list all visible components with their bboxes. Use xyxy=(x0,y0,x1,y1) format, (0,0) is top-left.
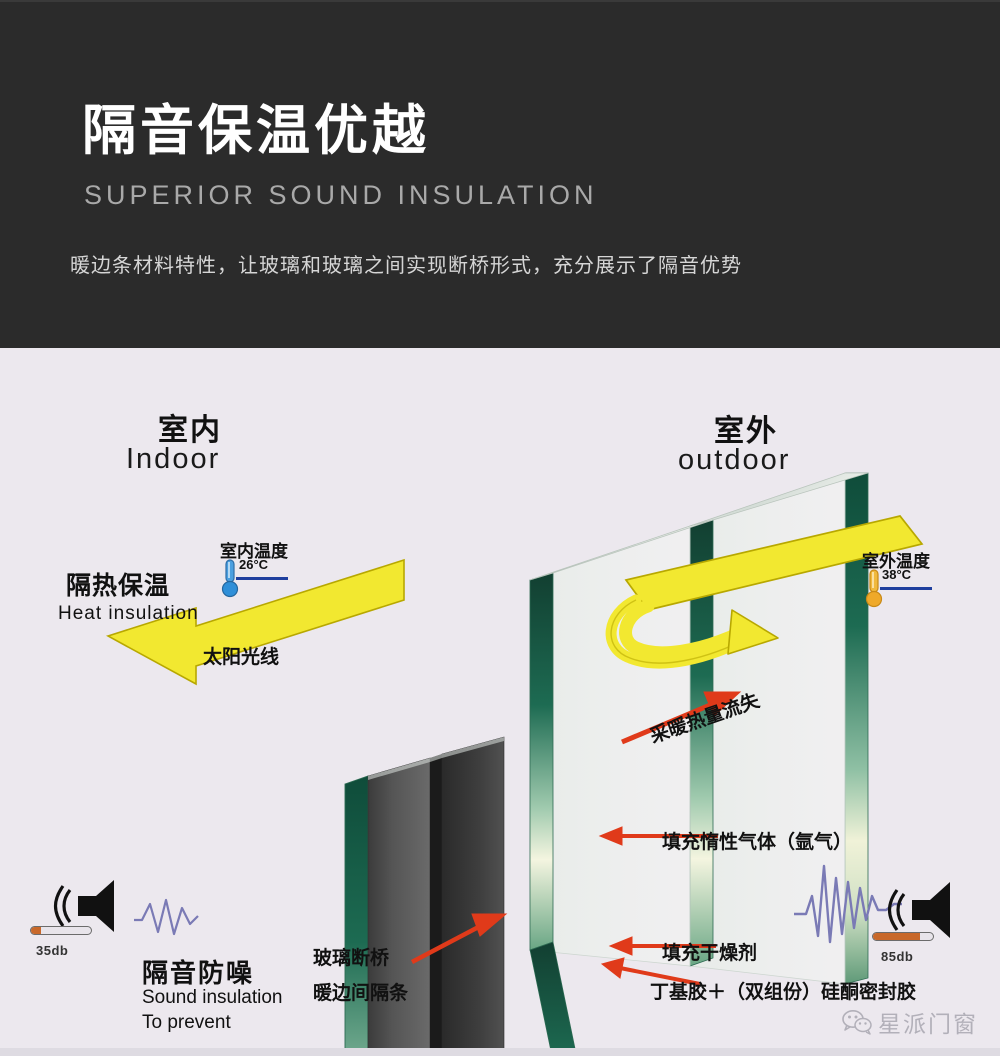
sunlight-beam-arrow xyxy=(105,558,405,686)
inert-gas-label: 填充惰性气体（氩气） xyxy=(662,832,853,853)
outdoor-temperature-value: 38°C xyxy=(882,567,912,582)
glass-bridge-label-line2: 暖边间隔条 xyxy=(313,983,409,1004)
watermark-text: 星派门窗 xyxy=(878,1011,978,1037)
glass-pane-inner-second xyxy=(368,736,505,1056)
insulated-glass-diagram: 室内 Indoor 室外 outdoor 隔热保温 Heat insulatio… xyxy=(0,348,1000,1056)
sound-insulation-label-cn: 隔音防噪 xyxy=(142,958,255,988)
bottom-divider xyxy=(0,1048,1000,1056)
sound-wave-outdoor xyxy=(794,864,902,944)
thermometer-cold-icon xyxy=(221,559,239,598)
outdoor-temperature-rule xyxy=(880,587,932,590)
db-meter-indoor xyxy=(30,926,92,935)
top-divider xyxy=(0,0,1000,2)
page-subtitle: SUPERIOR SOUND INSULATION xyxy=(84,180,598,210)
header-banner: 隔音保温优越 SUPERIOR SOUND INSULATION 暖边条材料特性… xyxy=(0,0,1000,348)
indoor-temperature-label: 室内温度 xyxy=(220,542,288,561)
db-value-outdoor: 85db xyxy=(881,949,914,964)
callout-arrows xyxy=(410,691,742,986)
page-description: 暖边条材料特性，让玻璃和玻璃之间实现断桥形式，充分展示了隔音优势 xyxy=(70,255,742,277)
glass-assembly xyxy=(344,472,869,1056)
indoor-temperature-rule xyxy=(236,577,288,580)
indoor-temperature-value: 26°C xyxy=(239,557,269,572)
watermark: 星派门窗 xyxy=(842,1005,978,1039)
heat-insulation-label-en: Heat insulation xyxy=(58,603,199,624)
glass-bridge-label-line1: 玻璃断桥 xyxy=(313,948,390,969)
db-meter-outdoor xyxy=(872,932,934,941)
speaker-loud-icon xyxy=(887,882,950,938)
outdoor-temperature-label: 室外温度 xyxy=(862,552,930,571)
glass-pane-inner xyxy=(344,754,442,1056)
butyl-sealant-label: 丁基胶＋（双组份）硅酮密封胶 xyxy=(650,982,917,1003)
thermometer-hot-icon xyxy=(865,569,883,608)
outdoor-sun-beam xyxy=(605,515,924,669)
indoor-label-cn: 室内 xyxy=(158,414,222,447)
db-value-indoor: 35db xyxy=(36,943,69,958)
sound-insulation-label-en2: To prevent xyxy=(142,1012,231,1033)
diagram-illustration xyxy=(53,472,950,1056)
desiccant-label: 填充干燥剂 xyxy=(662,943,758,964)
sound-insulation-label-en1: Sound insulation xyxy=(142,987,283,1008)
outdoor-label-cn: 室外 xyxy=(714,415,778,448)
sound-wave-indoor xyxy=(134,898,199,936)
heat-insulation-label-cn: 隔热保温 xyxy=(66,572,171,600)
indoor-label-en: Indoor xyxy=(126,443,221,475)
sunlight-label: 太阳光线 xyxy=(203,647,280,668)
page-title: 隔音保温优越 xyxy=(82,101,430,161)
outdoor-label-en: outdoor xyxy=(678,444,791,476)
wechat-icon xyxy=(842,1010,872,1035)
speaker-quiet-icon xyxy=(53,880,114,932)
glass-pane-middle xyxy=(529,519,714,967)
